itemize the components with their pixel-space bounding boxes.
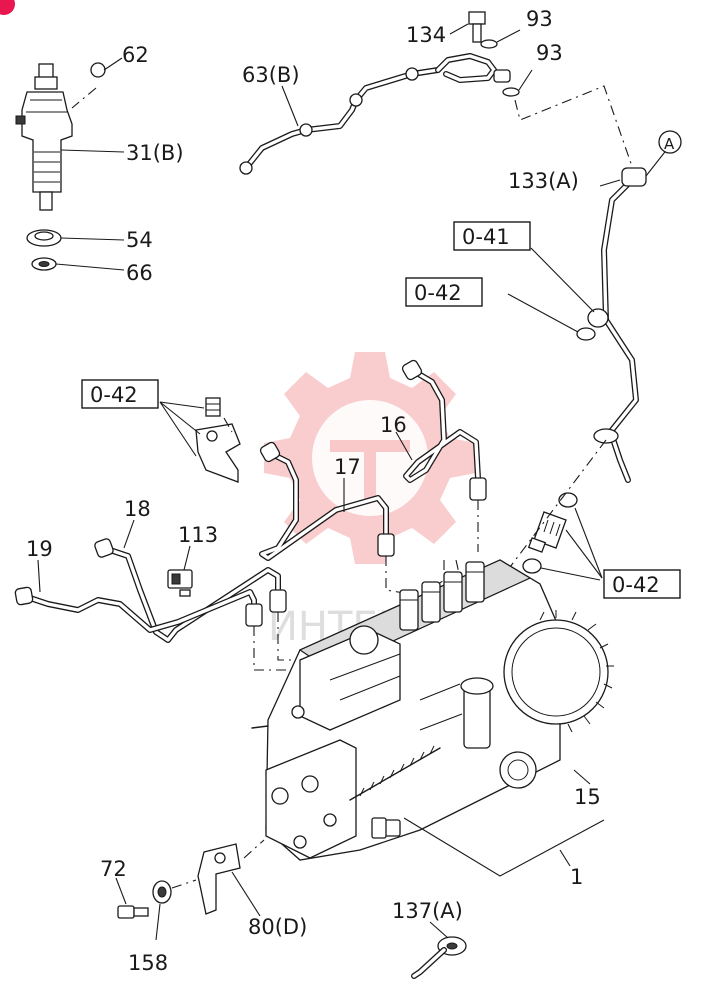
callout-0-42-upper: 0-42 xyxy=(414,281,462,305)
callout-31b: 31(B) xyxy=(126,141,184,165)
callout-113: 113 xyxy=(178,523,218,547)
callout-reference-a: A xyxy=(664,135,675,153)
bolt-72-part xyxy=(117,905,149,919)
injection-pump-assembly-part xyxy=(251,559,614,861)
callout-19: 19 xyxy=(26,537,53,561)
callout-137a: 137(A) xyxy=(392,899,463,923)
banjo-fitting-137a-part xyxy=(411,936,467,979)
pipe-clamp-bracket-part xyxy=(195,397,241,483)
injection-pipe-16-part xyxy=(401,359,487,501)
callout-80d: 80(D) xyxy=(248,915,307,939)
corner-badge-icon xyxy=(0,0,15,15)
callout-box-0-42-left xyxy=(81,379,159,409)
callout-62: 62 xyxy=(122,43,149,67)
callout-93-bottom: 93 xyxy=(536,41,563,65)
leak-off-pipe-part xyxy=(239,53,511,175)
bolt-0-41-part xyxy=(587,308,609,328)
callout-box-0-42-right xyxy=(603,569,681,599)
callout-158: 158 xyxy=(128,951,168,975)
callout-54: 54 xyxy=(126,228,153,252)
washer-93-part xyxy=(480,39,520,97)
callout-0-41: 0-41 xyxy=(462,225,510,249)
callout-134: 134 xyxy=(406,23,446,47)
injector-nozzle-part xyxy=(15,62,106,271)
callout-17: 17 xyxy=(334,455,361,479)
callout-133a: 133(A) xyxy=(508,169,579,193)
callout-1: 1 xyxy=(570,865,583,889)
callout-16: 16 xyxy=(380,413,407,437)
callout-box-0-42-upper xyxy=(405,277,483,307)
banjo-bolt-134-part xyxy=(468,11,486,43)
callout-0-42-left: 0-42 xyxy=(90,383,138,407)
injection-pipe-19-part xyxy=(14,586,263,633)
callout-63b: 63(B) xyxy=(242,63,300,87)
pipe-clip-113-part xyxy=(167,569,193,597)
callout-15: 15 xyxy=(574,785,601,809)
callout-66: 66 xyxy=(126,261,153,285)
callout-18: 18 xyxy=(124,497,151,521)
callout-93-top: 93 xyxy=(526,7,553,31)
injection-pipe-18-part xyxy=(94,538,287,643)
callout-0-42-right: 0-42 xyxy=(612,573,660,597)
reference-a-marker xyxy=(658,130,682,154)
nut-158-part xyxy=(152,880,172,904)
callout-72: 72 xyxy=(100,857,127,881)
callout-box-0-41 xyxy=(453,221,531,251)
injection-pipe-17-part xyxy=(259,441,395,561)
pump-bracket-80d-part xyxy=(197,843,241,915)
